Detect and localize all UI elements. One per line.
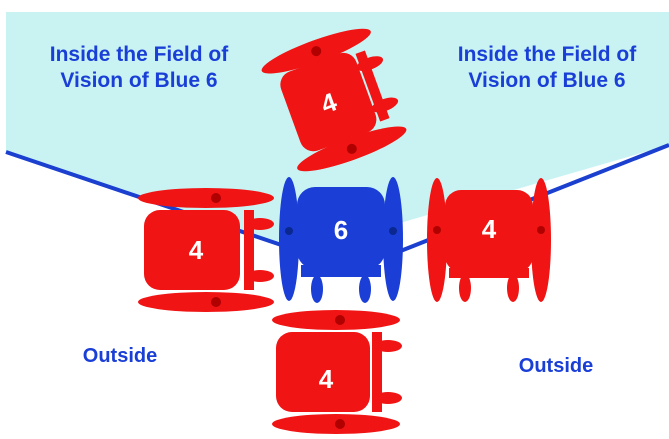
inside-field-label-right-line1: Inside the Field of [412, 42, 669, 68]
inside-field-label-left: Inside the Field of Vision of Blue 6 [4, 42, 274, 95]
chair-number-left: 4 [189, 235, 204, 265]
chair-number-center: 6 [334, 215, 348, 245]
outside-label-right: Outside [496, 354, 616, 379]
chair-number-right: 4 [482, 214, 497, 244]
inside-field-label-right-line2: Vision of Blue 6 [412, 68, 669, 94]
chair-number-bottom: 4 [319, 364, 334, 394]
red-chair-bottom: 4 [272, 310, 402, 434]
inside-field-label-right: Inside the Field of Vision of Blue 6 [412, 42, 669, 95]
outside-label-left: Outside [60, 344, 180, 369]
inside-field-label-left-line1: Inside the Field of [4, 42, 274, 68]
inside-field-label-left-line2: Vision of Blue 6 [4, 68, 274, 94]
